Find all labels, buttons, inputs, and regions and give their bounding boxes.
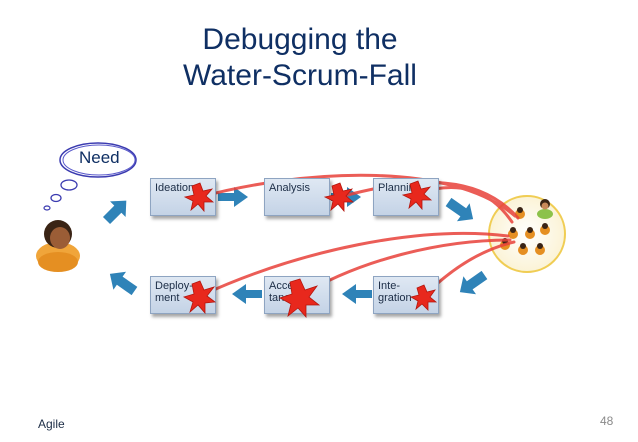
feedback-curve-analysis <box>338 181 520 220</box>
defect-star-integration <box>409 284 438 311</box>
process-label-deployment: Deploy- ment <box>155 280 193 304</box>
arrow-team-to-integration <box>459 270 488 295</box>
footer-label: Agile <box>38 417 65 431</box>
arrow-deployment-to-customer <box>109 271 138 296</box>
feedback-curve-deployment <box>198 231 510 298</box>
arrow-acceptance-to-deployment <box>232 284 262 304</box>
defect-star-analysis <box>323 182 355 213</box>
need-label: Need <box>79 148 120 167</box>
arrow-customer-to-ideation <box>102 200 127 225</box>
defect-star-deployment <box>182 280 217 315</box>
process-box-analysis: Analysis <box>264 178 330 216</box>
thought-bubble <box>43 142 137 211</box>
defect-star-acceptance <box>279 278 321 319</box>
feedback-curves <box>198 173 520 298</box>
process-label-integration: Inte- gration <box>378 280 412 304</box>
process-label-ideation: Ideation <box>155 182 195 194</box>
defect-star-ideation <box>183 182 215 213</box>
arrow-ideation-to-analysis <box>218 187 248 207</box>
slide-title: Debugging the Water-Scrum-Fall <box>150 22 450 94</box>
arrow-planning-to-team <box>445 197 474 222</box>
defect-star-planning <box>401 180 433 211</box>
arrow-integration-to-acceptance <box>342 284 372 304</box>
team-lead-icon <box>537 199 553 219</box>
customer-icon <box>36 220 80 272</box>
slide-title-line1: Debugging the <box>202 23 398 56</box>
slide-title-line2: Water-Scrum-Fall <box>183 59 417 92</box>
process-label-analysis: Analysis <box>269 182 310 194</box>
page-number: 48 <box>600 414 614 428</box>
